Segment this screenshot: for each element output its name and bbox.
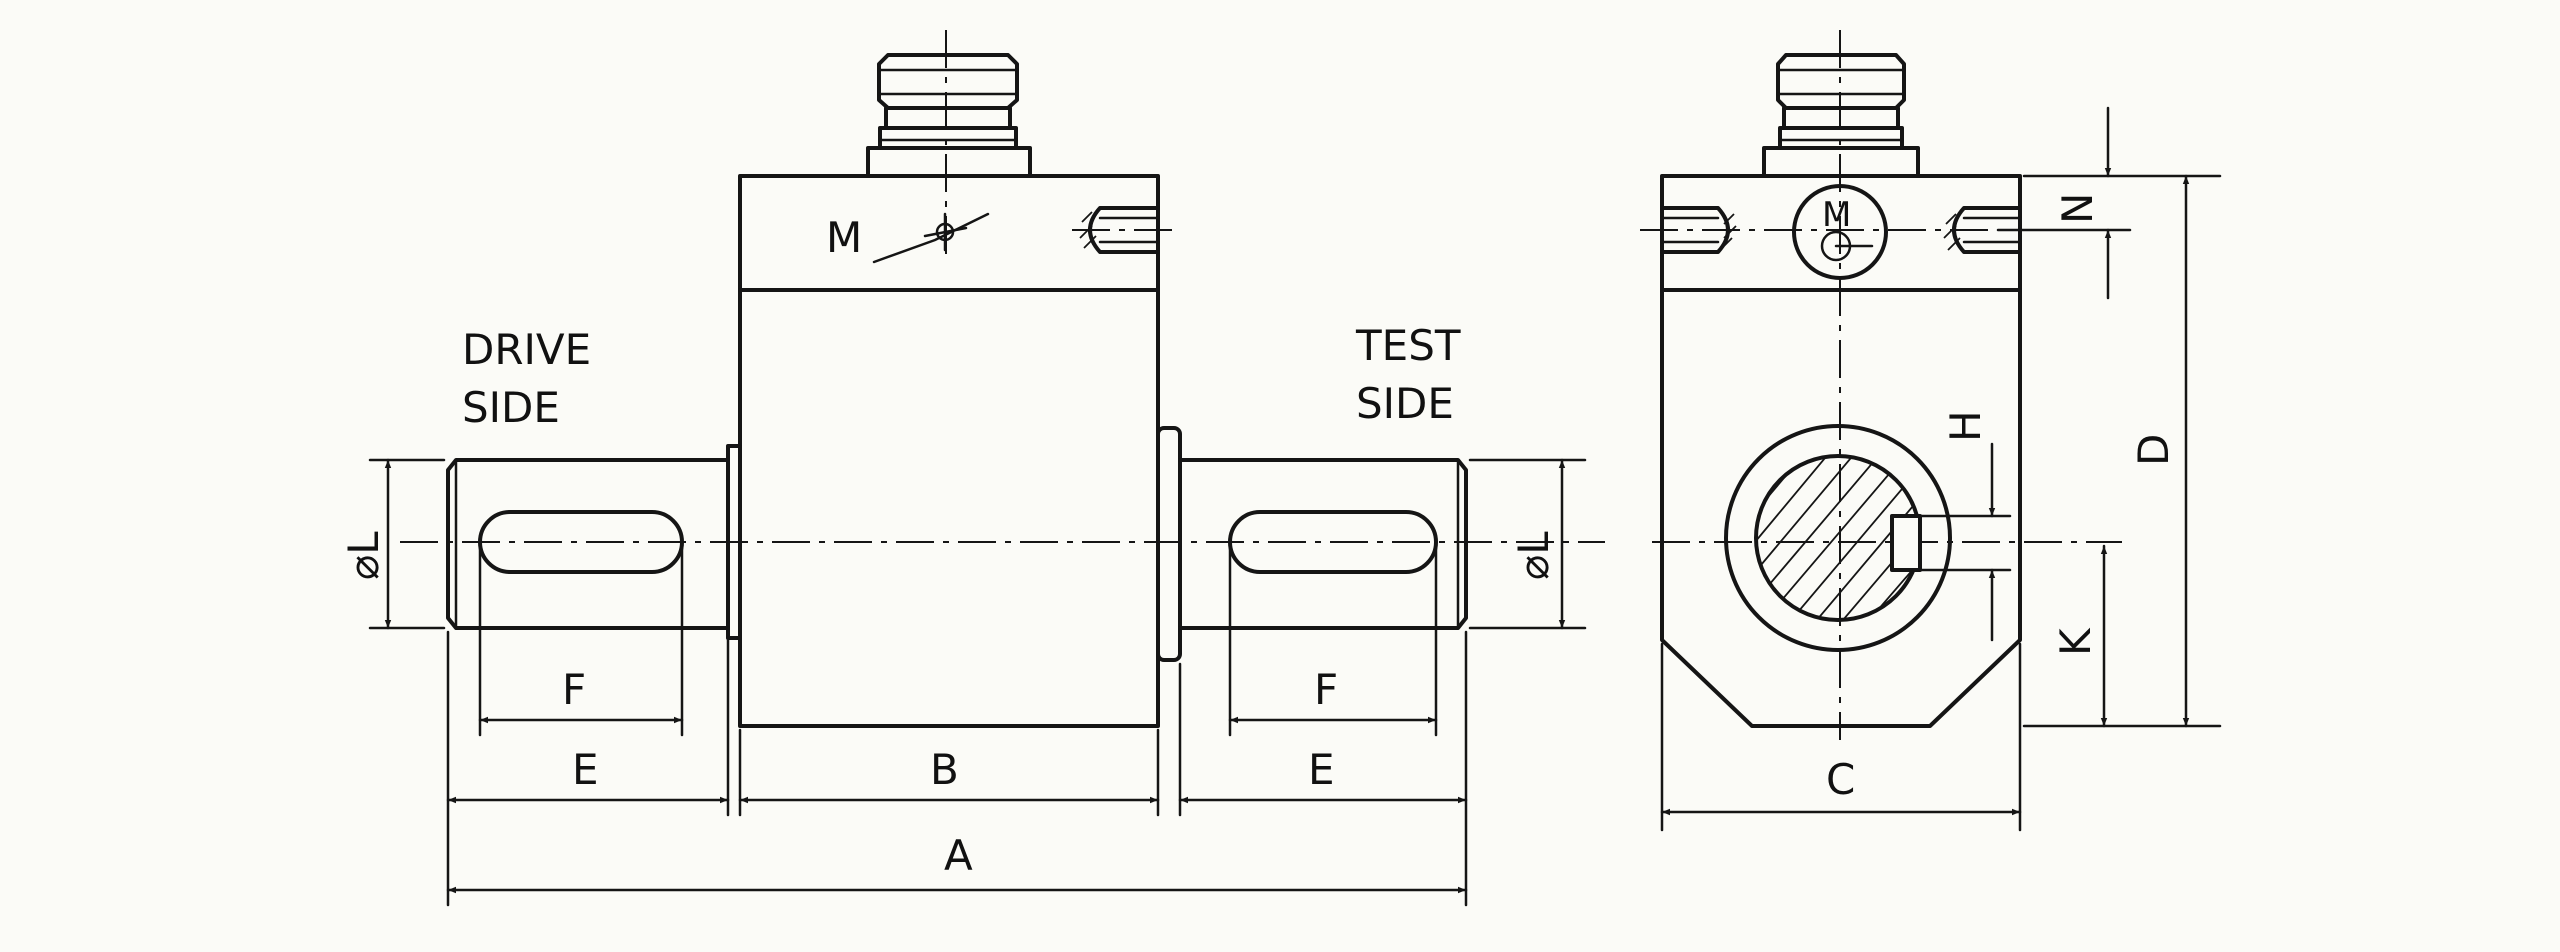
end-view-m-label: M (1822, 195, 1851, 235)
right-collar (1156, 426, 1182, 662)
test-side-label-line2: SIDE (1356, 379, 1454, 428)
side-view-m-label: M (826, 213, 862, 262)
end-view: M (1640, 30, 2222, 832)
dim-h-label: H (1941, 410, 1990, 442)
side-view: M DRIVE SIDE TEST SIDE (339, 30, 1605, 907)
end-view-extension-lines (1660, 174, 2222, 832)
test-side-label-line1: TEST (1355, 321, 1461, 370)
side-view-extension-lines (368, 458, 1587, 907)
dim-e-right-label: E (1308, 745, 1335, 794)
side-view-body (738, 174, 1160, 728)
end-view-housing (1660, 174, 2022, 728)
dim-l-left-label: ⌀L (339, 531, 388, 580)
dim-n-label: N (2053, 193, 2102, 224)
dim-f-left-label: F (562, 665, 586, 714)
dim-a-label: A (944, 831, 973, 880)
drive-side-label-line2: SIDE (462, 383, 560, 432)
left-collar (726, 444, 742, 640)
left-keyway (478, 510, 684, 574)
side-view-connector (866, 53, 1032, 178)
side-view-threaded-hole (1072, 206, 1175, 254)
end-view-key (1890, 514, 1922, 572)
dim-e-left-label: E (572, 745, 599, 794)
drive-side-label-line1: DRIVE (462, 325, 591, 374)
dim-d-label: D (2129, 434, 2178, 466)
dim-k-label: K (2051, 627, 2100, 656)
dim-f-right-label: F (1314, 665, 1338, 714)
left-shaft (446, 458, 730, 630)
side-view-m-leader (872, 212, 990, 264)
dim-b-label: B (930, 745, 959, 794)
right-keyway (1228, 510, 1438, 574)
dim-c-label: C (1826, 755, 1855, 804)
end-view-outer-ring (1724, 424, 1952, 652)
right-shaft (1178, 458, 1468, 630)
dim-l-right-label: ⌀L (1509, 531, 1558, 580)
